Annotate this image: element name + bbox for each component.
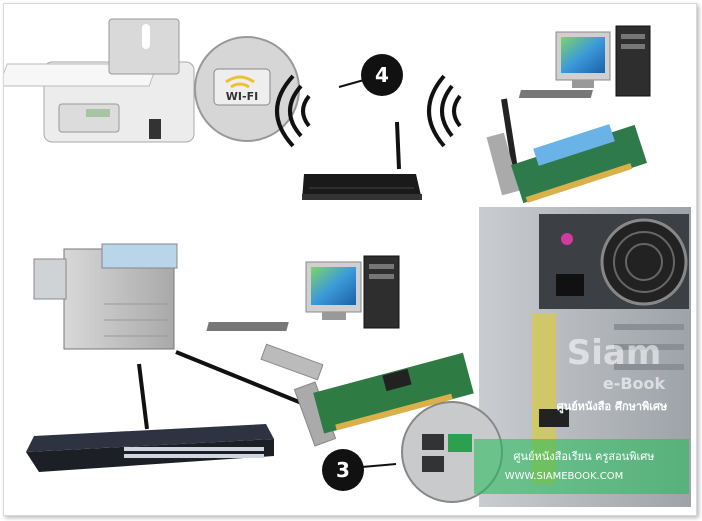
laser-printer [33, 243, 178, 350]
watermark-url: WWW.SIAMEBOOK.COM [505, 471, 623, 482]
watermark-thai-2: ศูนย์หนังสือเรียน ครูสอนพิเศษ [514, 450, 655, 463]
cable-printer-to-nic [175, 350, 305, 406]
wifi-logo-text: WI-FI [226, 90, 258, 103]
network-switch [26, 424, 274, 472]
wireless-signal-icon-right [427, 74, 462, 148]
watermark: Siam e-Book ศูนย์หนังสือ ศึกษาพิเศษ ศูนย… [474, 333, 689, 494]
wireless-pci-card [486, 98, 647, 204]
diagram-canvas: WI-FI 4 [4, 18, 691, 507]
cable-printer-to-switch [137, 363, 149, 430]
wifi-logo-magnifier: WI-FI [194, 36, 300, 142]
callout-badge-4: 4 [361, 54, 403, 96]
wireless-router [302, 121, 422, 200]
callout-number-3: 3 [336, 458, 350, 482]
watermark-brand: Siam [567, 333, 662, 373]
callout-number-4: 4 [375, 63, 389, 87]
network-diagram: WI-FI 4 [3, 3, 697, 516]
wireless-signal-icon-left [275, 74, 311, 148]
watermark-subbrand: e-Book [603, 374, 666, 393]
callout-badge-3: 3 [322, 449, 364, 491]
desktop-computer-middle [206, 255, 400, 331]
watermark-thai-1: ศูนย์หนังสือ ศึกษาพิเศษ [557, 400, 668, 414]
wireless-printer [4, 18, 195, 143]
desktop-computer-top [518, 25, 651, 98]
ethernet-nic-card [260, 343, 474, 447]
